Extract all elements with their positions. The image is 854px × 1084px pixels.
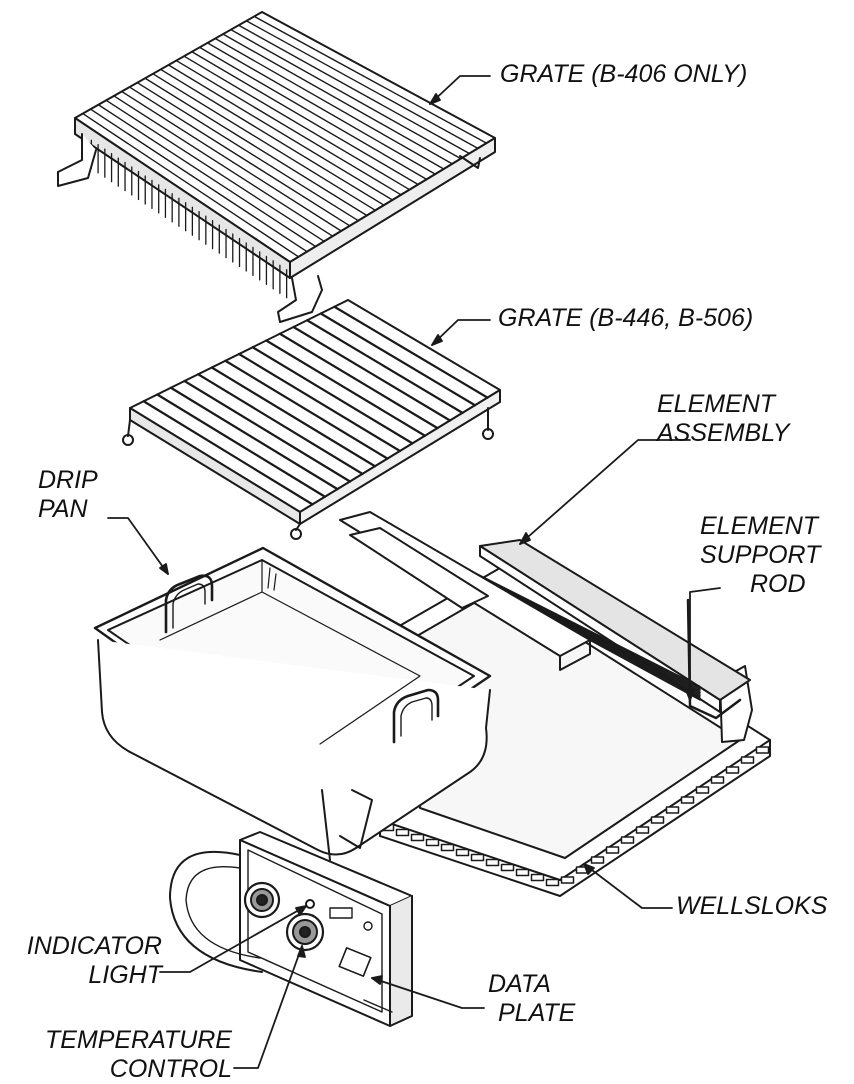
control-box-drawing (169, 789, 413, 1027)
label-data-plate: DATA PLATE (488, 970, 576, 1027)
label-element-assembly: ELEMENT ASSEMBLY (657, 390, 790, 447)
temperature-knob (243, 881, 281, 919)
label-grate-b406: GRATE (B-406 ONLY) (500, 60, 748, 88)
label-grate-b446: GRATE (B-446, B-506) (498, 304, 754, 332)
label-indicator-light: INDICATOR LIGHT (26, 932, 162, 989)
grate-b406-drawing (57, 11, 496, 323)
leader-lines (107, 75, 721, 1069)
label-wellsloks: WELLSLOKS (676, 892, 828, 920)
temperature-control-knob (285, 912, 325, 952)
label-element-support-rod: ELEMENT SUPPORT ROD (700, 512, 821, 598)
well-and-element-drawing (339, 511, 771, 897)
drip-pan-drawing (93, 546, 492, 861)
grate-b446-drawing (122, 299, 501, 540)
label-temperature-control: TEMPERATURE CONTROL (44, 1026, 232, 1083)
indicator-light-icon (305, 899, 315, 909)
label-drip-pan: DRIP PAN (38, 466, 98, 523)
data-plate-icon (338, 947, 372, 977)
